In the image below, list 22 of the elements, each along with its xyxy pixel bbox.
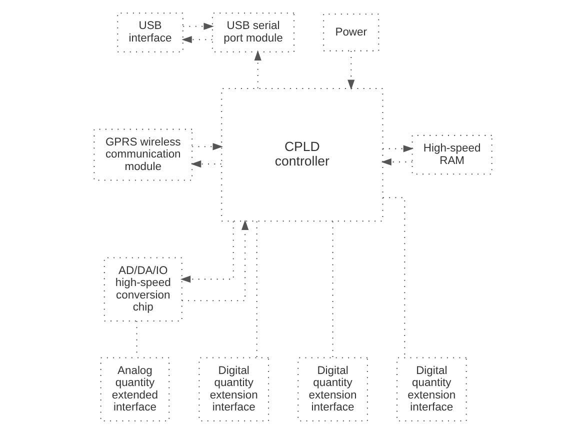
node-box: Digital quantity extension interface <box>298 356 368 421</box>
arrow <box>190 160 222 168</box>
arrow <box>254 50 262 88</box>
node-box: Digital quantity extension interface <box>396 356 467 421</box>
node-box: High-speed RAM <box>412 134 492 174</box>
arrow <box>182 36 212 43</box>
arrow <box>183 22 214 30</box>
node-box: USB interface <box>117 12 184 52</box>
arrow <box>180 220 234 282</box>
node-box: USB serial port module <box>212 12 295 52</box>
node-box: Digital quantity extension interface <box>198 356 270 421</box>
arrow <box>192 142 223 150</box>
node-box: AD/DA/IO high-speed conversion chip <box>104 256 182 321</box>
node-box: CPLD controller <box>221 88 384 222</box>
node-box: GPRS wireless communication module <box>94 128 193 180</box>
node-box: Analog quantity extended interface <box>100 356 170 421</box>
connector <box>382 196 406 358</box>
arrow <box>381 158 412 166</box>
arrow <box>382 144 414 152</box>
arrow <box>182 219 249 301</box>
node-box: Power <box>323 13 380 51</box>
arrow <box>348 50 355 90</box>
